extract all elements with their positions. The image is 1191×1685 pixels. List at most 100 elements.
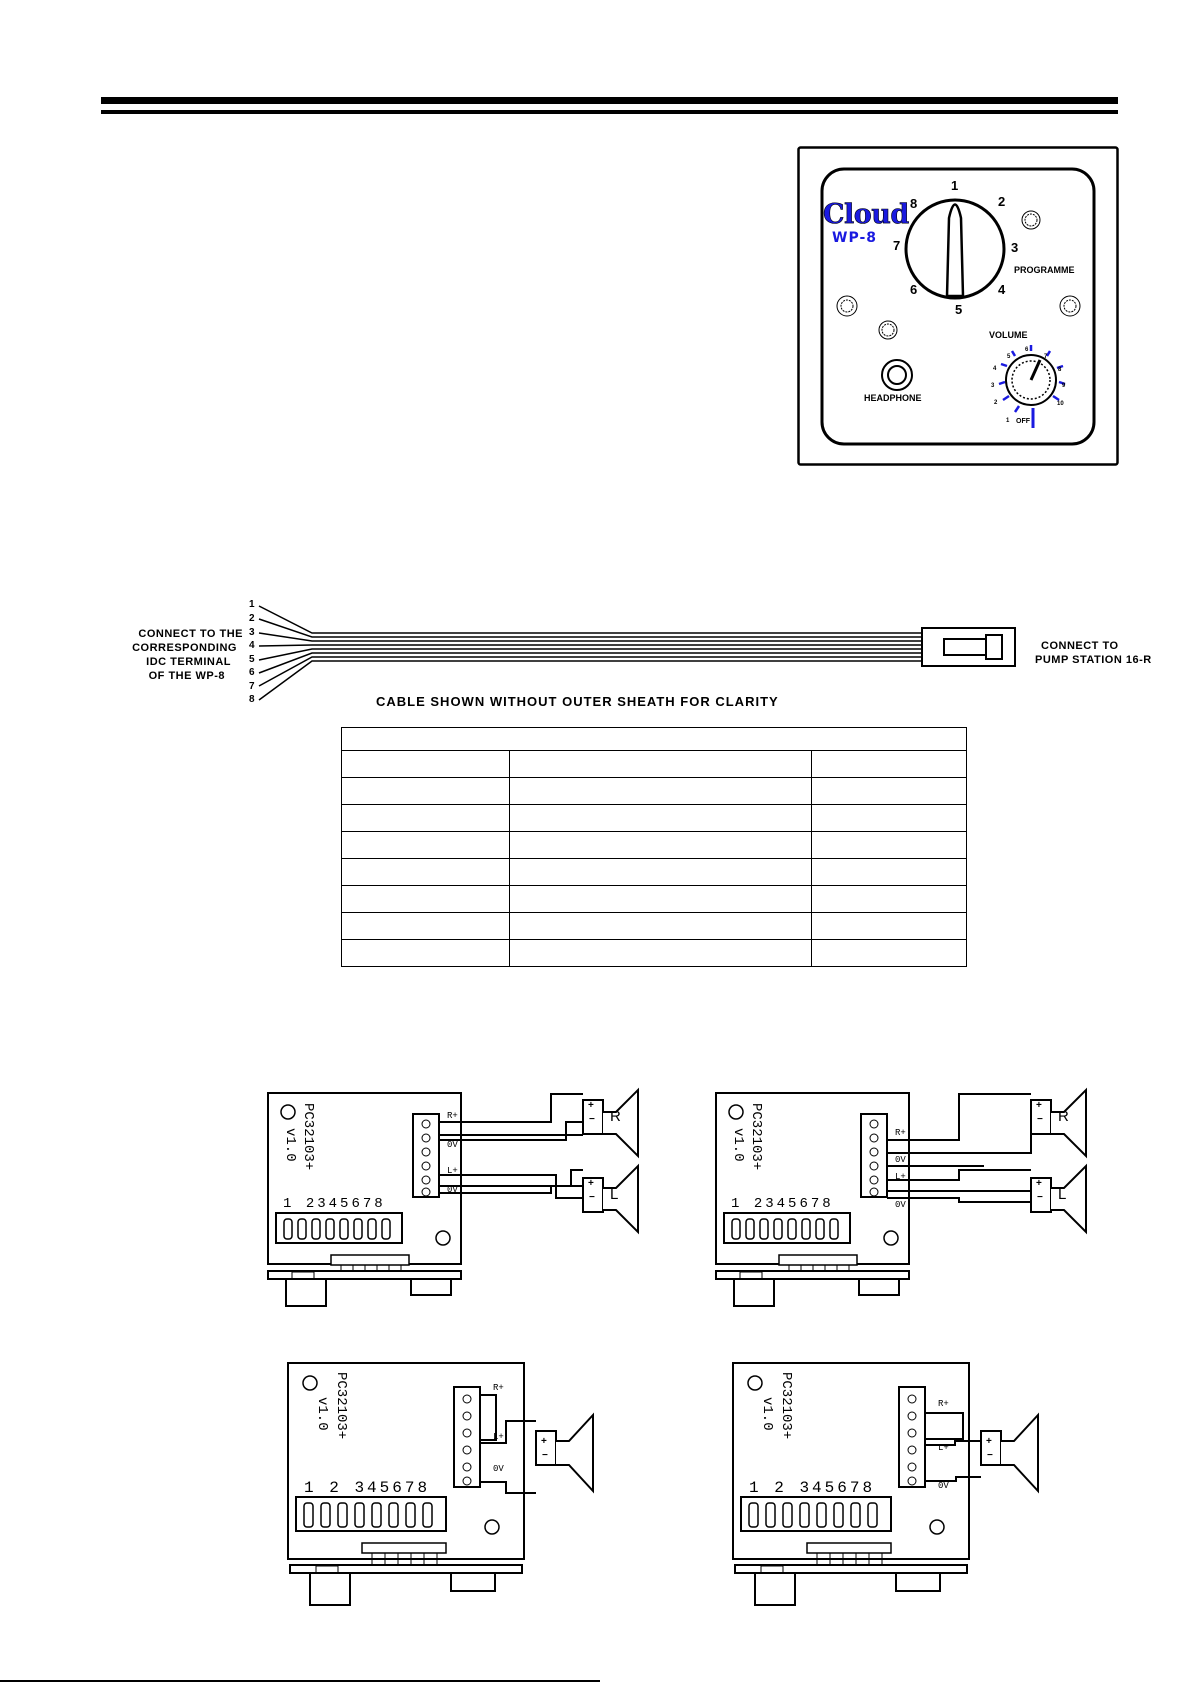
pcb-name-1: PC32103+ <box>300 1103 316 1171</box>
terminal-label-r-plus: R+ <box>938 1399 949 1409</box>
cable-left-label-line2: CORRESPONDING <box>132 642 237 654</box>
table-cell <box>509 912 812 940</box>
pcb-version-1: v1.0 <box>282 1128 298 1162</box>
table-cell <box>341 804 510 832</box>
pcb-name-4: PC32103+ <box>778 1372 794 1440</box>
faceplate-illustration <box>797 146 1119 466</box>
volume-pos-9: 9 <box>1062 383 1066 389</box>
terminal-label-0v: 0V <box>895 1200 906 1210</box>
cloud-logo: Cloud <box>823 199 910 231</box>
programme-pos-3: 3 <box>1011 240 1019 255</box>
pcb-diagram-mono-b <box>731 1355 1071 1620</box>
wire-number-5: 5 <box>249 654 256 665</box>
programme-pos-6: 6 <box>910 282 918 297</box>
programme-pos-5: 5 <box>955 302 963 317</box>
volume-off-label: OFF <box>1016 418 1030 425</box>
table-row <box>341 804 967 832</box>
pcb-version-2: v1.0 <box>730 1128 746 1162</box>
programme-pos-8: 8 <box>910 196 918 211</box>
speaker-right-label: R <box>610 1108 621 1125</box>
table-cell <box>341 831 510 859</box>
wire-number-8: 8 <box>249 694 256 705</box>
cable-left-label-line4: OF THE WP-8 <box>148 670 225 682</box>
terminal-label-0v: 0V <box>447 1140 458 1150</box>
wire-number-4: 4 <box>249 640 256 651</box>
table-row <box>341 750 967 778</box>
terminal-label-l-plus: L+ <box>938 1443 949 1453</box>
idc-numbers-1: 1 2345678 <box>283 1196 386 1212</box>
table-cell <box>341 885 510 913</box>
terminal-label-r-plus: R+ <box>447 1111 458 1121</box>
table-row <box>341 885 967 913</box>
wire-number-2: 2 <box>249 613 256 624</box>
wire-number-1: 1 <box>249 599 256 610</box>
pin-table <box>341 727 967 967</box>
programme-pos-7: 7 <box>893 238 901 253</box>
terminal-label-l-plus: L+ <box>447 1166 458 1176</box>
speaker-plus-icon: + <box>1036 1100 1043 1111</box>
table-row <box>341 777 967 805</box>
headphone-socket-icon <box>881 359 913 391</box>
speaker-plus-icon: + <box>588 1178 595 1189</box>
programme-pos-2: 2 <box>998 194 1006 209</box>
terminal-label-0v: 0V <box>895 1155 906 1165</box>
programme-pos-1: 1 <box>951 178 959 193</box>
table-row <box>341 912 967 940</box>
cable-caption: CABLE SHOWN WITHOUT OUTER SHEATH FOR CLA… <box>376 694 779 709</box>
table-cell <box>509 777 812 805</box>
volume-pos-5: 5 <box>1007 354 1011 360</box>
speaker-minus-icon: − <box>589 1192 596 1203</box>
table-cell <box>341 912 510 940</box>
pcb-version-4: v1.0 <box>759 1397 775 1431</box>
table-cell <box>341 777 510 805</box>
footer-rule <box>0 1680 600 1682</box>
speaker-plus-icon: + <box>1036 1178 1043 1189</box>
table-cell <box>509 885 812 913</box>
table-cell <box>811 885 967 913</box>
cable-left-label-line1: CONNECT TO THE <box>138 628 243 640</box>
pcb-name-3: PC32103+ <box>333 1372 349 1440</box>
volume-pos-6: 6 <box>1025 347 1029 353</box>
table-cell <box>811 858 967 886</box>
cable-right-label-line2: PUMP STATION 16-R <box>1035 654 1152 666</box>
header-rule-thick <box>101 97 1118 104</box>
speaker-minus-icon: − <box>542 1450 549 1461</box>
pcb-version-3: v1.0 <box>314 1397 330 1431</box>
cable-left-label-line3: IDC TERMINAL <box>146 656 231 668</box>
table-cell <box>811 777 967 805</box>
volume-pos-7: 7 <box>1044 354 1048 360</box>
speaker-plus-icon: + <box>588 1100 595 1111</box>
table-cell <box>811 912 967 940</box>
table-cell <box>509 750 812 778</box>
table-cell <box>509 858 812 886</box>
speaker-minus-icon: − <box>987 1450 994 1461</box>
volume-pos-8: 8 <box>1058 367 1062 373</box>
terminal-label-0v: 0V <box>938 1481 949 1491</box>
terminal-label-0v: 0V <box>447 1185 458 1195</box>
cable-diagram <box>250 598 1030 708</box>
screw-icon <box>836 210 1081 340</box>
table-cell <box>341 727 967 751</box>
table-cell <box>811 939 967 967</box>
table-cell <box>509 804 812 832</box>
terminal-label-r-plus: R+ <box>493 1383 504 1393</box>
cable-right-label-line1: CONNECT TO <box>1041 640 1119 652</box>
table-cell <box>509 831 812 859</box>
wire-number-3: 3 <box>249 627 256 638</box>
idc-numbers-4: 1 2 345678 <box>749 1479 876 1497</box>
terminal-label-0v: 0V <box>493 1464 504 1474</box>
pcb-diagram-mono-a <box>286 1355 626 1620</box>
speaker-right-label: R <box>1058 1108 1069 1125</box>
table-cell <box>341 750 510 778</box>
model-label: WP-8 <box>832 230 878 246</box>
wire-number-6: 6 <box>249 667 256 678</box>
table-row <box>341 831 967 859</box>
table-row <box>341 939 967 967</box>
table-cell <box>811 750 967 778</box>
table-header-row <box>341 727 967 751</box>
speaker-plus-icon: + <box>986 1436 993 1447</box>
pcb-diagram-stereo-a <box>266 1078 646 1313</box>
terminal-label-l-plus: L+ <box>493 1432 504 1442</box>
pcb-diagram-stereo-b <box>714 1078 1094 1313</box>
header-rule-thin <box>101 110 1118 114</box>
